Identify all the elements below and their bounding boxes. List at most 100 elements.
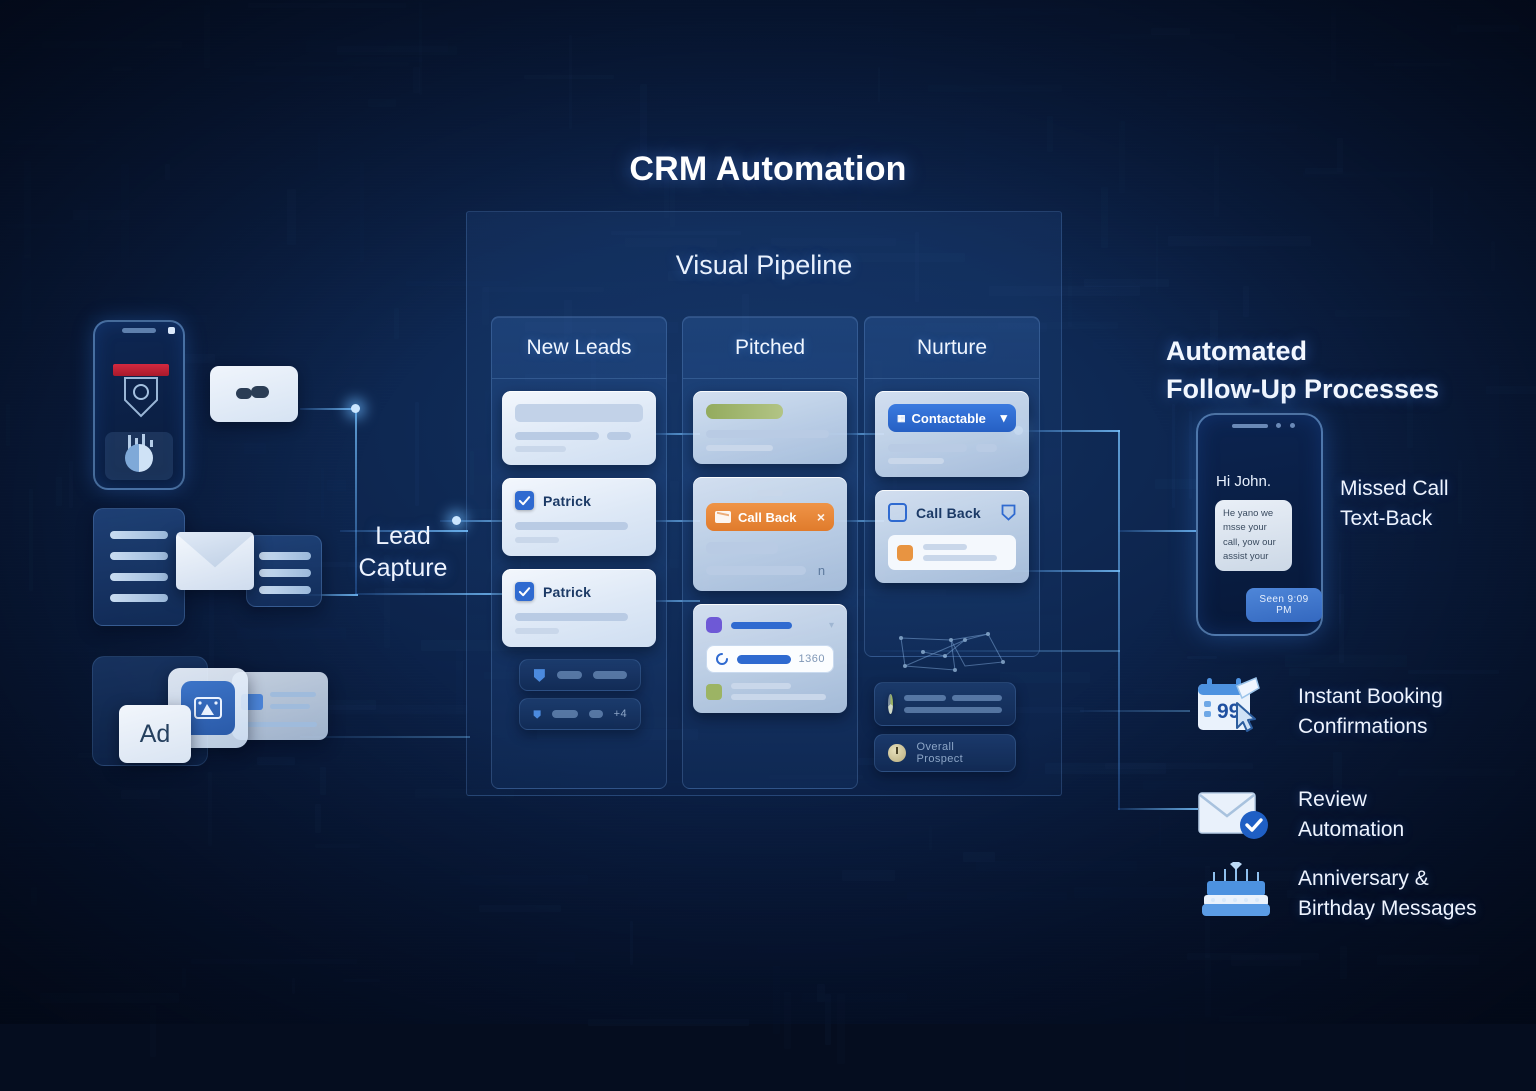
connector-node xyxy=(452,516,461,525)
connector-wire xyxy=(826,433,884,435)
progress-bar xyxy=(737,654,791,664)
column-title: Pitched xyxy=(683,317,857,379)
smartphone-icon: Hi John. He yano we msse your call, yow … xyxy=(1196,413,1323,636)
connector-wire xyxy=(638,433,700,435)
connector-wire xyxy=(355,593,505,595)
column-title: Nurture xyxy=(865,317,1039,379)
connector-wire xyxy=(440,520,510,522)
connector-wire xyxy=(1118,430,1120,810)
envelope-icon xyxy=(715,511,731,523)
lead-capture-label: Lead Capture xyxy=(358,522,448,582)
lead-name: Patrick xyxy=(543,492,592,509)
call-back-label: Call Back xyxy=(916,504,981,521)
nurture-row-label: Overall Prospect xyxy=(916,741,964,765)
calendar-badge: 99 xyxy=(1217,700,1240,723)
shield-icon xyxy=(533,709,541,719)
phone-notch xyxy=(1232,424,1268,428)
feature-label-anniversary: Anniversary & Birthday Messages xyxy=(1298,867,1477,921)
pipeline-subtitle: Visual Pipeline xyxy=(675,250,853,280)
connector-node xyxy=(351,404,360,413)
infographic-canvas: CRM Automation Visual Pipeline xyxy=(0,0,1536,1024)
connector-wire xyxy=(300,408,358,410)
connector-wire xyxy=(300,594,358,596)
form-list-card xyxy=(246,535,322,607)
close-icon[interactable]: × xyxy=(816,509,825,525)
ribbon-banner xyxy=(113,364,169,376)
lead-row[interactable] xyxy=(519,659,641,691)
app-icon xyxy=(706,617,722,633)
pipeline-column-nurture[interactable]: Nurture ▦ Contactable ▾ Call Back xyxy=(864,316,1040,657)
shield-badge-icon xyxy=(124,377,158,418)
email-source xyxy=(176,532,254,590)
connector-wire xyxy=(355,408,357,594)
page-title: CRM Automation xyxy=(629,150,907,188)
lead-row-meta: +4 xyxy=(613,708,628,720)
status-tag xyxy=(706,404,783,419)
lead-card[interactable]: Patrick xyxy=(502,569,656,647)
deal-card[interactable]: Call Back × n xyxy=(693,477,847,591)
checkbox-unchecked[interactable] xyxy=(888,503,907,522)
lead-card[interactable]: Patrick xyxy=(502,478,656,556)
envelope-check-icon xyxy=(1198,792,1268,839)
feature-label-instant-booking: Instant Booking Confirmations xyxy=(1298,685,1443,739)
pie-chart-icon xyxy=(888,694,893,714)
message-greeting: Hi John. xyxy=(1216,473,1272,490)
grid-icon: ▦ xyxy=(897,412,905,423)
contact-card[interactable]: ▦ Contactable ▾ xyxy=(875,391,1029,477)
connector-wire xyxy=(638,520,700,522)
sliders-icon xyxy=(128,434,153,452)
connector-wire xyxy=(826,520,884,522)
checkbox-checked[interactable] xyxy=(515,491,534,510)
phone-sensor xyxy=(1290,423,1295,428)
lead-card[interactable] xyxy=(502,391,656,465)
ad-label-card: Ad xyxy=(119,705,191,763)
chat-bubble-icon xyxy=(251,386,269,398)
phone-indicator xyxy=(168,327,175,334)
column-title: New Leads xyxy=(492,317,666,379)
connector-wire xyxy=(340,530,468,532)
web-form-source xyxy=(93,508,185,626)
calendar-icon: 99 xyxy=(1198,676,1260,732)
phone-notch xyxy=(122,328,156,333)
shield-icon xyxy=(533,668,545,682)
connector-wire xyxy=(1118,530,1198,532)
progress-row: 1360 xyxy=(706,645,834,673)
connector-wire xyxy=(1118,808,1198,810)
nurture-row[interactable] xyxy=(874,682,1016,726)
call-back-label: Call Back xyxy=(738,509,797,525)
connector-wire xyxy=(300,736,470,738)
connector-wire xyxy=(1010,570,1120,572)
nurture-row[interactable]: Overall Prospect xyxy=(874,734,1016,772)
network-graph-decoration xyxy=(899,632,1005,672)
phone-camera xyxy=(1276,423,1281,428)
connector-wire xyxy=(1010,430,1120,432)
chat-bubble-icon xyxy=(236,388,252,399)
image-glyph xyxy=(194,697,222,719)
ad-post-card xyxy=(232,672,328,740)
chevron-down-icon[interactable]: ▾ xyxy=(828,619,834,631)
spinner-icon xyxy=(716,653,728,665)
feature-label-review-automation: Review Automation xyxy=(1298,788,1405,842)
message-bubble: He yano we msse your call, yow our assis… xyxy=(1215,500,1292,571)
connector-wire xyxy=(638,600,700,602)
message-status: Seen 9:09 PM xyxy=(1246,588,1322,622)
mobile-app-source xyxy=(93,320,185,490)
connector-wire xyxy=(1080,710,1190,712)
checkbox-checked[interactable] xyxy=(515,582,534,601)
feature-label-missed-call: Missed Call Text-Back xyxy=(1340,477,1449,531)
shield-icon xyxy=(1001,504,1016,521)
chevron-down-icon[interactable]: ▾ xyxy=(1000,410,1007,425)
pipeline-column-pitched[interactable]: Pitched Call Back × n xyxy=(682,316,858,789)
contact-card[interactable]: Call Back xyxy=(875,490,1029,583)
call-back-tag[interactable]: Call Back × xyxy=(706,503,834,531)
deal-card[interactable] xyxy=(693,391,847,464)
contrast-icon xyxy=(125,444,153,472)
birthday-cake-icon xyxy=(1202,862,1270,916)
contactable-tag[interactable]: ▦ Contactable ▾ xyxy=(888,404,1016,432)
followups-heading: Automated Follow-Up Processes xyxy=(1166,336,1440,405)
chat-source xyxy=(210,366,298,422)
lead-name: Patrick xyxy=(543,583,592,600)
lead-row[interactable]: +4 xyxy=(519,698,641,730)
connector-wire xyxy=(880,650,1120,652)
deal-card[interactable]: ▾ 1360 xyxy=(693,604,847,713)
